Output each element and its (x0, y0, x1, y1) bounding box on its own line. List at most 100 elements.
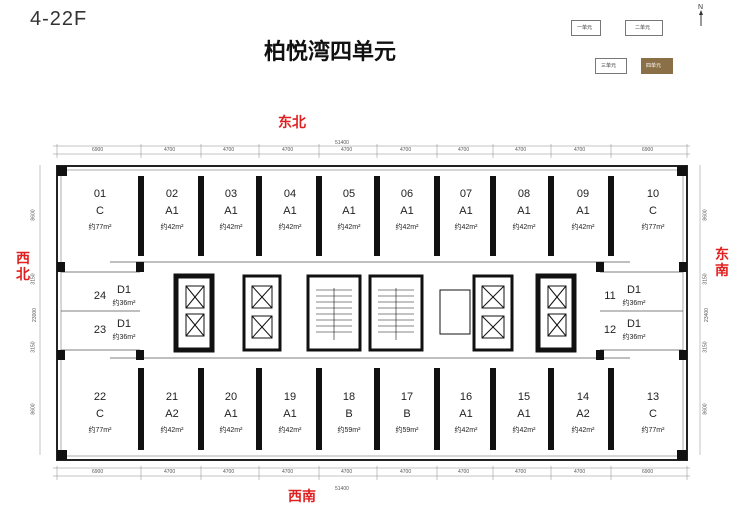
partition-wall (138, 368, 144, 450)
core (173, 273, 577, 353)
dim-segment: 4700 (400, 147, 412, 153)
partition-wall (374, 368, 380, 450)
unit-12-type: D1 (626, 318, 642, 330)
dim-segment: 4700 (223, 147, 235, 153)
key-unit-1-label: 一单元 (577, 25, 593, 31)
unit-24-type: D1 (116, 284, 132, 296)
unit-22-type: C (96, 408, 104, 420)
unit-10-no: 10 (646, 188, 660, 200)
unit-24-no: 24 (93, 290, 107, 302)
key-unit-3 (595, 58, 627, 74)
unit-06-type: A1 (400, 205, 414, 217)
unit-04-type: A1 (283, 205, 297, 217)
key-unit-4-highlight (641, 58, 673, 74)
unit-19-no: 19 (283, 391, 297, 403)
unit-17-type: B (403, 408, 411, 420)
unit-23-no: 23 (93, 324, 107, 336)
dim-segment: 4700 (282, 147, 294, 153)
partition-wall (198, 368, 204, 450)
partition-wall (490, 368, 496, 450)
unit-14-area: 约42m² (571, 427, 595, 434)
unit-03-type: A1 (224, 205, 238, 217)
unit-05-area: 约42m² (337, 224, 361, 231)
unit-15-type: A1 (517, 408, 531, 420)
dim-segment: 4700 (341, 147, 353, 153)
dim-segment: 4700 (400, 469, 412, 475)
key-unit-1 (571, 20, 601, 36)
unit-06-no: 06 (400, 188, 414, 200)
unit-06-area: 约42m² (395, 224, 419, 231)
partition-wall (548, 368, 554, 450)
unit-20-area: 约42m² (219, 427, 243, 434)
unit-13-area: 约77m² (641, 427, 665, 434)
partition-wall (256, 368, 262, 450)
unit-21-area: 约42m² (160, 427, 184, 434)
unit-22-no: 22 (93, 391, 107, 403)
partition-wall (374, 176, 380, 256)
unit-08-type: A1 (517, 205, 531, 217)
unit-24-area: 约36m² (112, 300, 136, 307)
unit-04-no: 04 (283, 188, 297, 200)
unit-04-area: 约42m² (278, 224, 302, 231)
unit-10-area: 约77m² (641, 224, 665, 231)
direction-right-2: 南 (715, 262, 729, 278)
unit-13-no: 13 (646, 391, 660, 403)
unit-02-no: 02 (165, 188, 179, 200)
dim-segment: 4700 (341, 469, 353, 475)
unit-12-area: 约36m² (622, 334, 646, 341)
dim-segment: 6900 (642, 469, 654, 475)
unit-22-area: 约77m² (88, 427, 112, 434)
unit-15-area: 约42m² (512, 427, 536, 434)
dim-segment: 4700 (515, 469, 527, 475)
partition-wall (316, 176, 322, 256)
unit-21-no: 21 (165, 391, 179, 403)
unit-01-area: 约77m² (88, 224, 112, 231)
unit-18-area: 约59m² (337, 427, 361, 434)
dim-segment: 4700 (458, 469, 470, 475)
direction-right-1: 东 (715, 246, 729, 262)
key-unit-2-label: 二单元 (635, 25, 651, 31)
partition-wall (198, 176, 204, 256)
dim-total-bottom: 51400 (335, 486, 349, 492)
dim-segment: 4700 (164, 469, 176, 475)
unit-03-area: 约42m² (219, 224, 243, 231)
unit-16-area: 约42m² (454, 427, 478, 434)
unit-08-area: 约42m² (512, 224, 536, 231)
unit-02-type: A1 (165, 205, 179, 217)
unit-15-no: 15 (517, 391, 531, 403)
unit-11-area: 约36m² (622, 300, 646, 307)
dim-total-top: 51400 (335, 140, 349, 146)
unit-09-area: 约42m² (571, 224, 595, 231)
unit-19-area: 约42m² (278, 427, 302, 434)
unit-07-type: A1 (459, 205, 473, 217)
dim-segment: 4700 (223, 469, 235, 475)
unit-21-type: A2 (165, 408, 179, 420)
partition-wall (138, 176, 144, 256)
key-plan: 一单元 二单元 三单元 四单元 (565, 14, 695, 80)
dimension-lines (39, 145, 701, 477)
partition-wall (548, 176, 554, 256)
unit-16-type: A1 (459, 408, 473, 420)
dim-segment: 4700 (164, 147, 176, 153)
partition-wall (608, 176, 614, 256)
partition-wall (316, 368, 322, 450)
north-arrow-label: N (698, 4, 704, 11)
key-unit-3-label: 三单元 (601, 63, 617, 69)
unit-01-no: 01 (93, 188, 107, 200)
unit-07-area: 约42m² (454, 224, 478, 231)
floor-range-label: 4-22F (30, 8, 88, 30)
unit-09-no: 09 (576, 188, 590, 200)
unit-20-type: A1 (224, 408, 238, 420)
unit-10-type: C (649, 205, 657, 217)
unit-18-type: B (345, 408, 353, 420)
unit-01-type: C (96, 205, 104, 217)
unit-11-no: 11 (604, 290, 616, 302)
partition-wall (490, 176, 496, 256)
dim-segment: 6900 (92, 469, 104, 475)
unit-03-no: 03 (224, 188, 238, 200)
unit-23-area: 约36m² (112, 334, 136, 341)
unit-05-type: A1 (342, 205, 356, 217)
corridor (61, 261, 683, 359)
unit-05-no: 05 (342, 188, 356, 200)
